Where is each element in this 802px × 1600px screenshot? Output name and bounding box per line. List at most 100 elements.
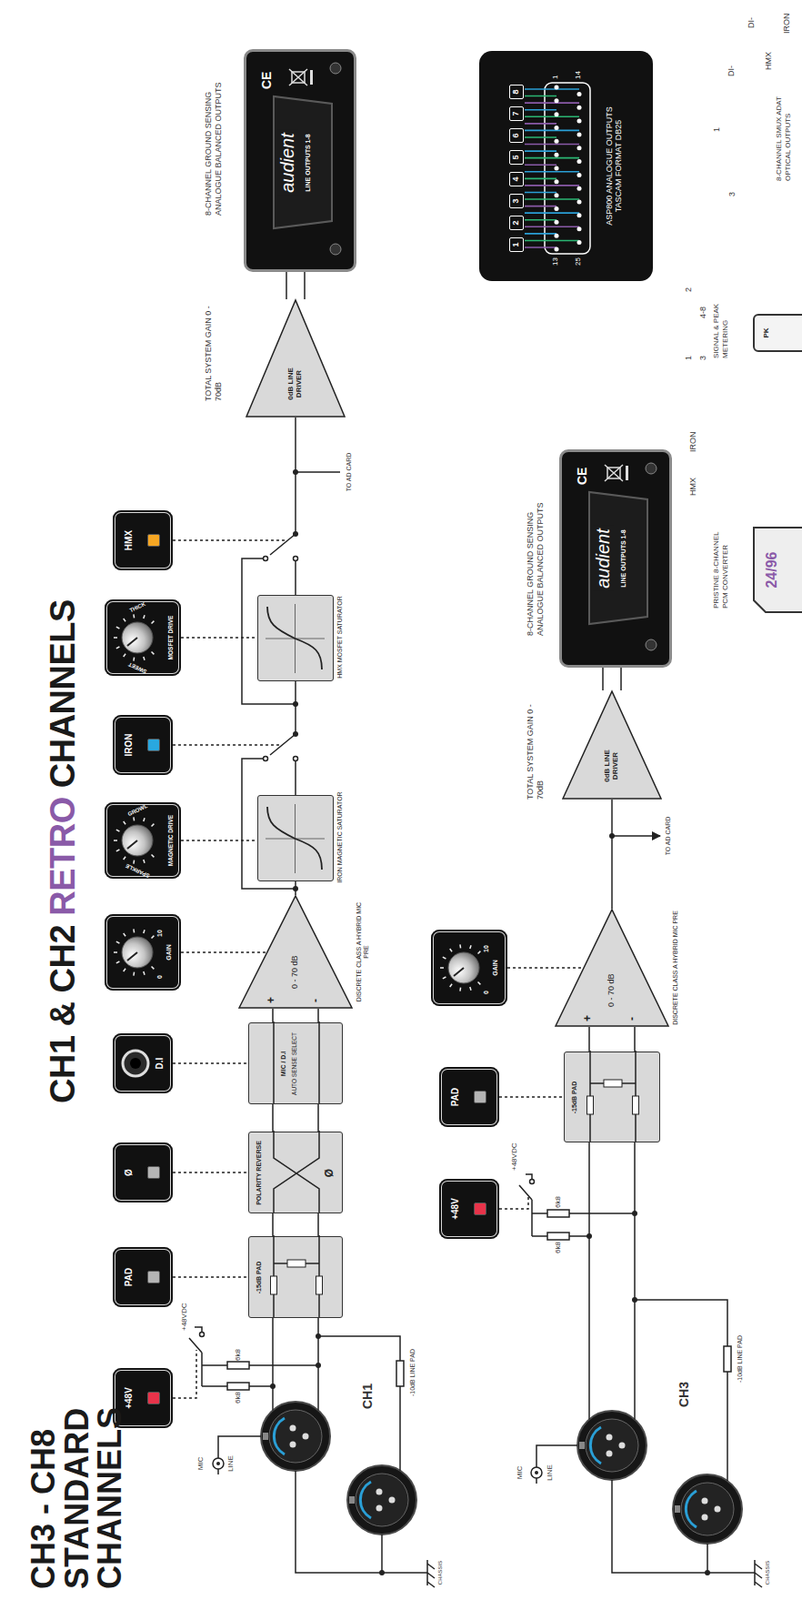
graphic-line <box>151 966 155 970</box>
graphic-circle <box>577 119 582 124</box>
label-text: MIC <box>515 1458 525 1486</box>
graphic-circle <box>586 1233 592 1239</box>
panel-label: LINE OUTPUTS 1-8 <box>620 527 628 589</box>
control-link <box>180 951 267 953</box>
graphic-path <box>524 163 557 166</box>
graphic-circle <box>293 756 299 762</box>
graphic-g <box>200 556 732 1391</box>
graphic-circle <box>554 165 560 171</box>
amplifier-triangle: 0dB LINE DRIVER <box>245 299 346 418</box>
graphic-circle <box>270 1383 276 1389</box>
graphic-circle <box>577 226 582 231</box>
graphic-circle <box>315 1362 321 1368</box>
mark-text: CE <box>574 467 590 485</box>
graphic-path <box>524 184 580 187</box>
knob-label: GAIN <box>491 929 500 1006</box>
graphic-rect <box>396 1360 404 1386</box>
label-text: 1 <box>551 64 561 80</box>
graphic-path <box>273 96 332 229</box>
driver-label: 0dB LINE DRIVER <box>602 737 620 794</box>
graphic-path <box>273 1021 320 1103</box>
shape-graphic <box>554 908 670 1027</box>
signal-wire <box>272 1213 319 1236</box>
graphic-path <box>524 157 580 160</box>
graphic-path <box>524 115 580 118</box>
input-sign: - <box>626 1016 640 1021</box>
label-text: CHASSIS <box>764 1553 772 1591</box>
graphic-path <box>265 603 325 673</box>
graphic-circle <box>554 111 560 117</box>
shape-graphic <box>245 299 346 418</box>
graphic-path <box>524 246 557 249</box>
graphic-circle <box>554 85 560 91</box>
graphic-line <box>143 929 145 933</box>
shape-graphic <box>561 690 662 800</box>
graphic-line <box>478 982 482 985</box>
shape-graphic <box>238 894 353 1009</box>
channel-number-box: 8 <box>509 84 524 100</box>
di-input-panel: D.I <box>112 1032 173 1093</box>
control-link <box>507 966 584 969</box>
amplifier-triangle: 0dB LINE DRIVER <box>561 690 662 800</box>
signal-wire <box>294 417 297 595</box>
graphic-circle <box>554 192 560 198</box>
graphic-circle <box>292 701 299 707</box>
graphic-circle <box>263 756 269 762</box>
channel-number: 1 <box>511 238 521 251</box>
graphic-circle <box>704 1569 711 1575</box>
amplifier-triangle: +-0 - 70 dBDISCRETE CLASS A HYBRID MIC P… <box>238 894 353 1009</box>
graphic-path <box>519 1142 762 1587</box>
graphic-circle <box>645 639 657 651</box>
led-indicator <box>147 738 161 752</box>
knob-label: MOSFET DRIVE <box>167 599 174 676</box>
graphic-circle <box>631 1296 638 1303</box>
channel-number: 3 <box>511 194 521 208</box>
graphic-path <box>172 540 529 1398</box>
graphic-line <box>151 823 155 827</box>
gain-range: 0 - 70 dB <box>606 972 616 1007</box>
shape-graphic <box>564 1052 659 1142</box>
graphic-path <box>189 533 435 1587</box>
graphic-circle <box>554 179 560 184</box>
gain-range: 0 - 70 dB <box>290 954 300 989</box>
control-link <box>180 636 258 639</box>
amplifier-triangle: +-0 - 70 dBDISCRETE CLASS A HYBRID MIC P… <box>554 908 670 1027</box>
scale-mark: SPARKLE <box>121 860 155 880</box>
graphic-line <box>151 651 155 655</box>
button-label: D.I <box>154 1032 166 1093</box>
graphic-line <box>450 948 452 952</box>
driver-label: 0dB LINE DRIVER <box>286 355 303 412</box>
button-panel: PAD <box>112 1246 173 1307</box>
graphic-rect <box>547 1232 570 1240</box>
graphic-circle <box>554 98 560 103</box>
title-word: RETRO <box>43 796 82 916</box>
label-text: 1 <box>711 122 722 132</box>
graphic-line <box>143 656 145 661</box>
graphic-circle <box>121 936 153 968</box>
scale-mark: 10 <box>482 944 491 953</box>
label-text: 3 <box>698 350 709 361</box>
graphic-circle <box>554 233 560 239</box>
graphic-line <box>470 986 472 991</box>
graphic-polygon <box>753 527 802 612</box>
graphic-circle <box>631 1210 638 1216</box>
graphic-line <box>123 653 126 657</box>
knob-panel: MOSFET DRIVESWEETTHICK <box>104 599 181 676</box>
amplifier-name: DISCRETE CLASS A HYBRID MIC PRE <box>355 894 371 1009</box>
graphic-circle <box>554 246 560 251</box>
graphic-path <box>604 464 623 482</box>
signal-wire <box>602 667 622 691</box>
label-text: LINE <box>226 1449 236 1477</box>
graphic-polygon <box>246 300 345 417</box>
graphic-line <box>459 943 462 948</box>
shape-graphic <box>258 796 332 881</box>
panel-title: ASP800 ANALOGUE OUTPUTS TASCAM FORMAT DB… <box>604 98 624 235</box>
graphic-line <box>123 821 126 824</box>
led-indicator <box>147 1165 161 1179</box>
scale-mark: THICK <box>121 597 155 617</box>
graphic-line <box>470 944 472 949</box>
graphic-use <box>672 1473 742 1544</box>
graphic-rect <box>587 1095 594 1114</box>
graphic-line <box>132 928 135 933</box>
graphic-path <box>524 170 580 173</box>
